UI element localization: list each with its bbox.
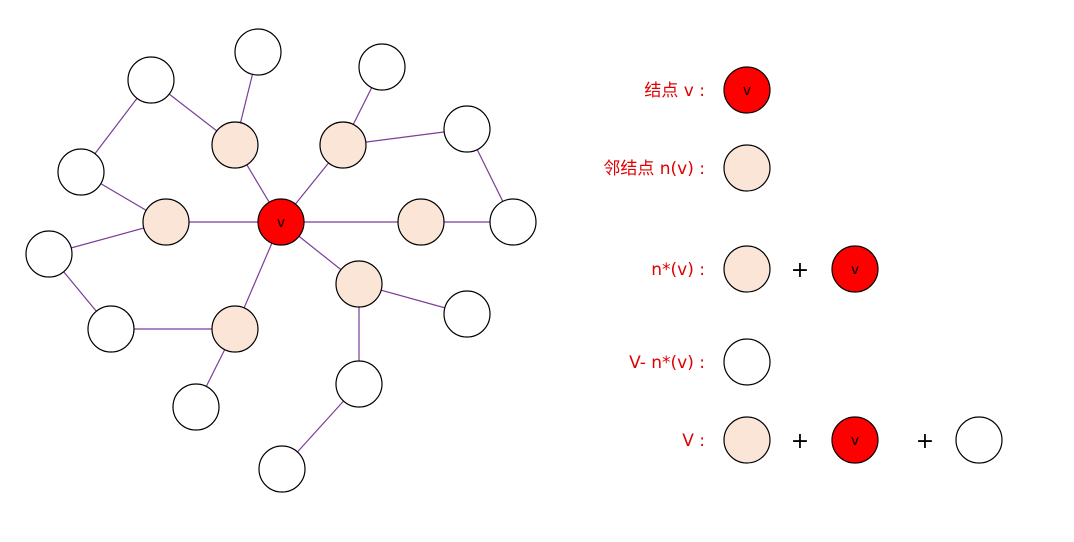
neighbor-node-n3-circle: [142, 198, 190, 246]
legend-neighbor-node-circle: [723, 416, 771, 464]
center-node-circle: [257, 198, 305, 246]
graph-edges: [48, 51, 514, 470]
legend-other-node-circle: [955, 416, 1003, 464]
other-node-w4-circle: [443, 105, 491, 153]
neighbor-node-n6-circle: [211, 305, 259, 353]
legend-row-1-label: 结点 v :: [644, 81, 705, 101]
neighbor-node-n2: [319, 121, 367, 169]
other-node-w10: [335, 360, 383, 408]
legend-neighbor-node: [723, 144, 771, 192]
other-node-w1-circle: [234, 28, 282, 76]
center-node-label: v: [277, 215, 285, 231]
neighbor-node-n1: [211, 121, 259, 169]
neighbor-node-n2-circle: [319, 121, 367, 169]
legend-center-node: v: [831, 416, 879, 464]
neighbor-node-n3: [142, 198, 190, 246]
legend-center-node-circle: [831, 245, 879, 293]
other-node-w5-circle: [57, 148, 105, 196]
legend-neighbor-node-circle: [723, 144, 771, 192]
other-node-w6: [489, 198, 537, 246]
neighbor-node-n1-circle: [211, 121, 259, 169]
other-node-w7-circle: [25, 230, 73, 278]
other-node-w6-circle: [489, 198, 537, 246]
other-node-w9-circle: [443, 290, 491, 338]
other-node-w7: [25, 230, 73, 278]
legend-neighbor-node: [723, 416, 771, 464]
legend-other-node: [723, 338, 771, 386]
neighbor-node-n5-circle: [335, 260, 383, 308]
neighbor-node-n6: [211, 305, 259, 353]
legend-center-node-label: v: [743, 83, 751, 99]
other-node-w12-circle: [258, 445, 306, 493]
neighbor-node-n4-circle: [397, 198, 445, 246]
other-node-w2: [127, 56, 175, 104]
legend-plus-sign: +: [791, 258, 809, 283]
legend-neighbor-node: [723, 245, 771, 293]
other-node-w5: [57, 148, 105, 196]
graph-nodes: v: [25, 28, 537, 493]
legend-center-node-label: v: [851, 433, 859, 449]
legend-row-3: n*(v) : + v: [651, 245, 879, 293]
other-node-w4: [443, 105, 491, 153]
legend-center-node-circle: [831, 416, 879, 464]
other-node-w11-circle: [172, 383, 220, 431]
legend-plus-sign: +: [791, 429, 809, 454]
legend-row-4: V- n*(v) :: [629, 338, 771, 386]
other-node-w12: [258, 445, 306, 493]
legend-row-2: 邻结点 n(v) :: [603, 144, 771, 192]
legend-plus-sign: +: [916, 429, 934, 454]
legend-center-node: v: [723, 66, 771, 114]
legend-row-1: 结点 v : v: [644, 66, 771, 114]
legend-other-node: [955, 416, 1003, 464]
legend: 结点 v : v 邻结点 n(v) : n*(v) : + v V- n*(v) : V : +…: [603, 66, 1003, 464]
legend-neighbor-node-circle: [723, 245, 771, 293]
legend-other-node-circle: [723, 338, 771, 386]
legend-center-node: v: [831, 245, 879, 293]
other-node-w3: [358, 43, 406, 91]
legend-row-5-label: V :: [682, 431, 705, 451]
other-node-w3-circle: [358, 43, 406, 91]
other-node-w8-circle: [87, 305, 135, 353]
other-node-w11: [172, 383, 220, 431]
neighbor-node-n5: [335, 260, 383, 308]
other-node-w8: [87, 305, 135, 353]
other-node-w9: [443, 290, 491, 338]
neighbor-node-n4: [397, 198, 445, 246]
legend-center-node-label: v: [851, 262, 859, 278]
center-node: v: [257, 198, 305, 246]
legend-row-5: V : + v +: [682, 416, 1003, 464]
legend-center-node-circle: [723, 66, 771, 114]
other-node-w10-circle: [335, 360, 383, 408]
other-node-w1: [234, 28, 282, 76]
other-node-w2-circle: [127, 56, 175, 104]
legend-row-3-label: n*(v) :: [651, 260, 705, 280]
legend-row-4-label: V- n*(v) :: [629, 353, 705, 373]
legend-row-2-label: 邻结点 n(v) :: [603, 159, 705, 179]
